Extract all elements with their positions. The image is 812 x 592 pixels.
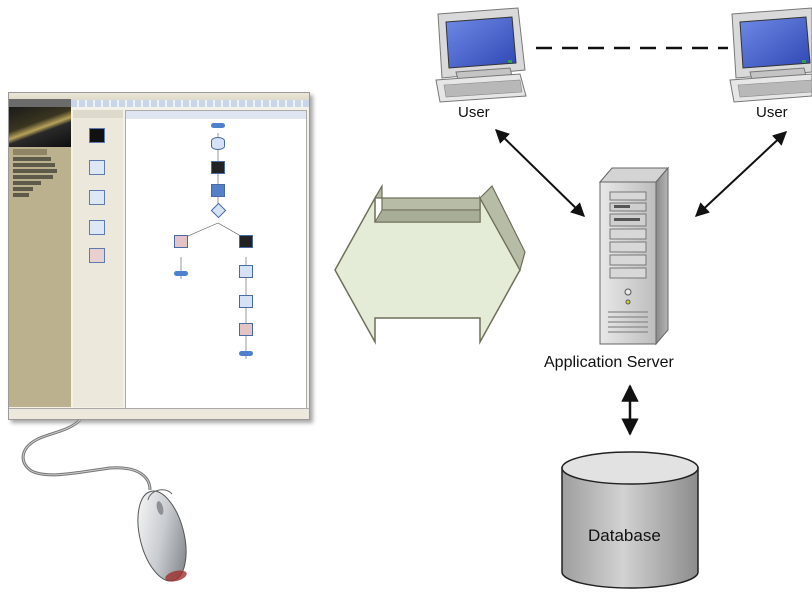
mouse-icon (137, 489, 187, 582)
email-icon (87, 160, 107, 175)
double-arrow (334, 183, 526, 345)
user-left-label: User (458, 104, 490, 121)
palette-item-icon (87, 128, 107, 143)
end-node (226, 351, 266, 356)
user-computer-right (729, 7, 812, 103)
canvas-tab (126, 111, 306, 119)
window-toolbar (71, 100, 309, 107)
application-server-icon (598, 166, 670, 346)
sidebar-highway-image (9, 107, 71, 147)
audit-icon (87, 248, 107, 263)
database-node (198, 137, 238, 150)
email-node (226, 295, 266, 308)
sidebar-header (9, 99, 71, 107)
user-computer-left (435, 7, 527, 103)
database-label: Database (588, 526, 661, 545)
arrow-user-left-server (494, 129, 586, 217)
end-node (161, 271, 201, 276)
user-right-label: User (756, 104, 788, 121)
mouse-cable (21, 418, 152, 491)
printer-icon (87, 190, 107, 205)
application-server-label: Application Server (544, 354, 674, 371)
rejected-node (161, 235, 201, 248)
shape-palette (73, 110, 123, 407)
palette-tab (73, 110, 123, 118)
status-bar (9, 408, 309, 419)
arrow-user-right-server (694, 131, 788, 217)
navigation-sidebar (9, 99, 71, 407)
database-icon (561, 451, 699, 589)
erp-node (198, 184, 238, 197)
welcome-node (226, 323, 266, 336)
workflow-canvas (125, 110, 307, 409)
letter-node (226, 265, 266, 278)
start-node (198, 123, 238, 128)
security-icon (87, 220, 107, 235)
sidebar-menu (9, 149, 71, 197)
account-node (198, 161, 238, 174)
group-node (226, 235, 266, 248)
app-screenshot-window (8, 92, 310, 420)
